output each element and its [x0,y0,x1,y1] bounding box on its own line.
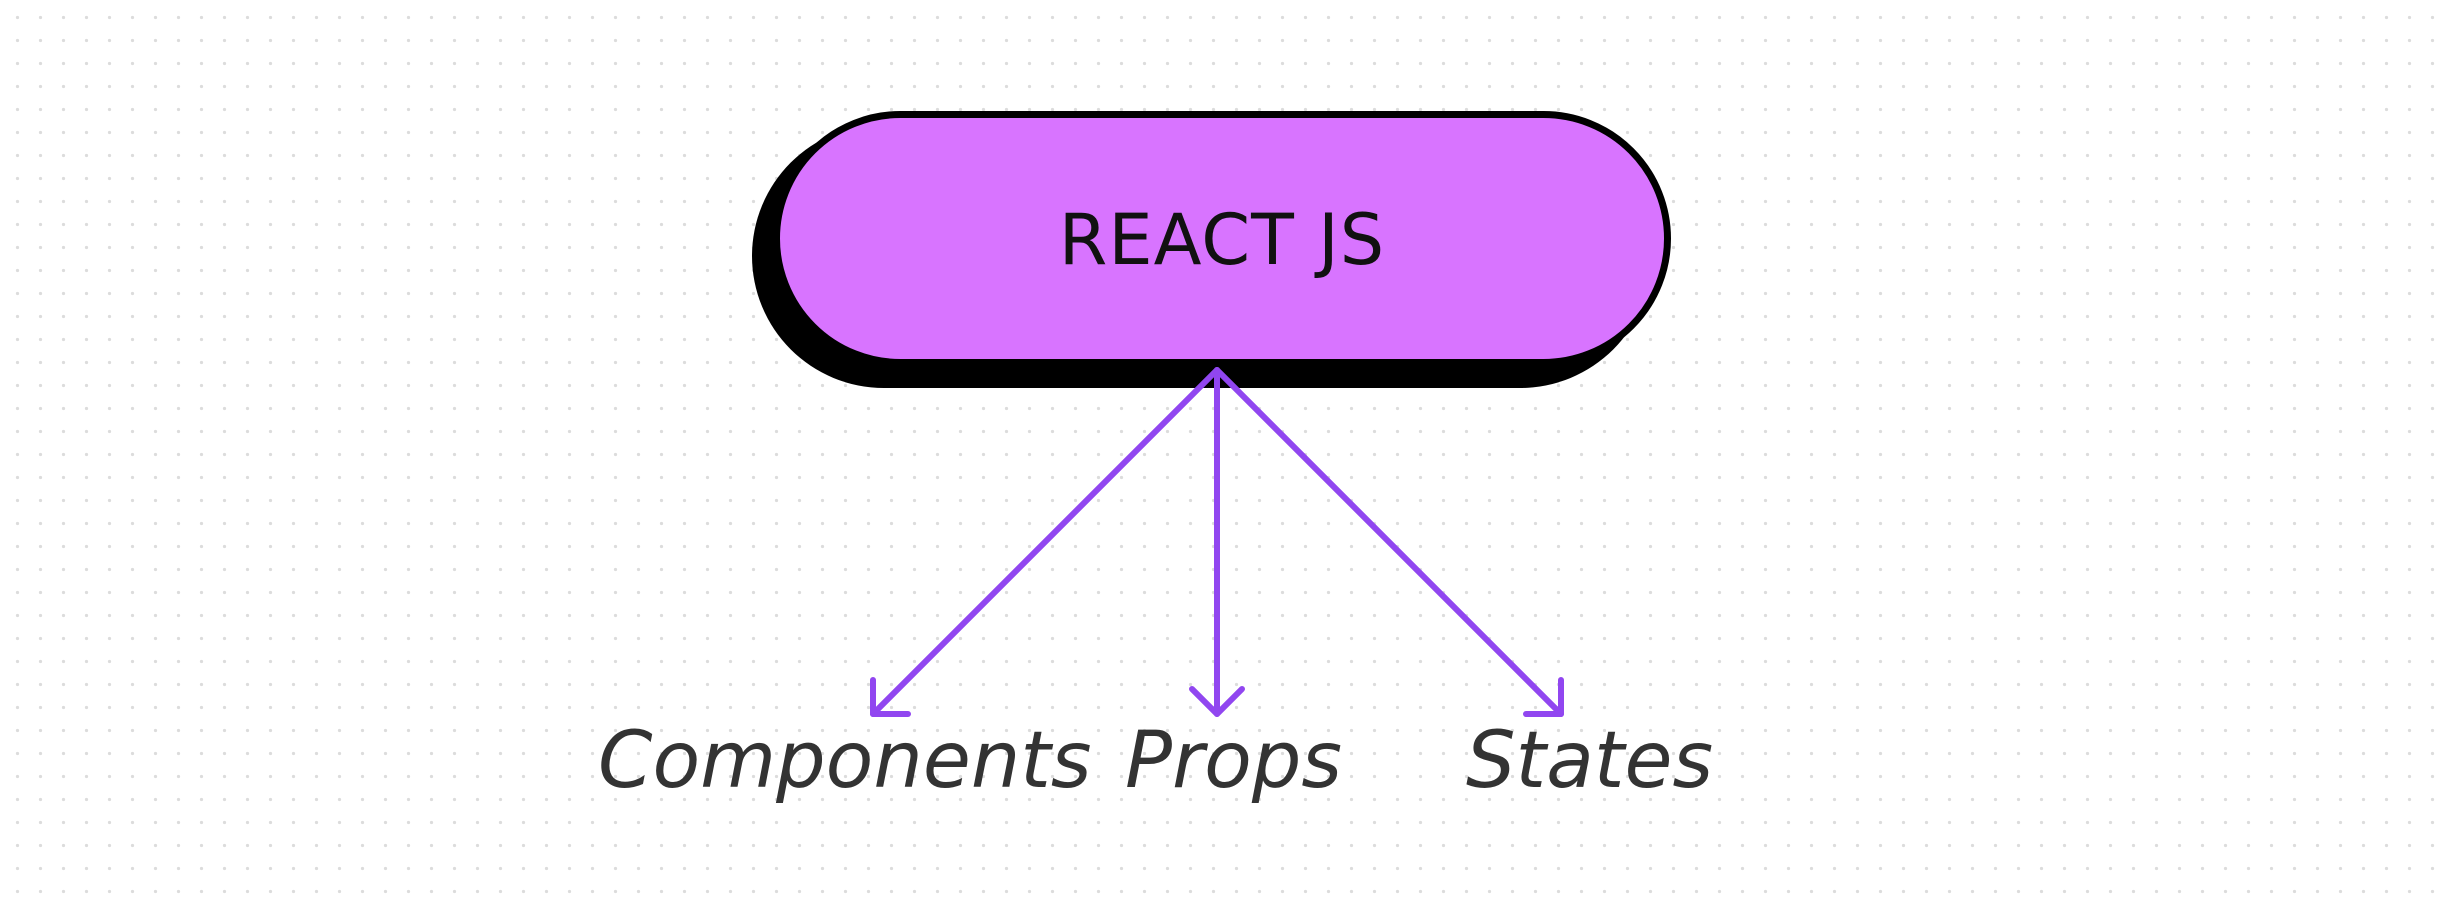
child-node-components[interactable]: Components [598,716,1092,806]
arrow-to-states[interactable] [1214,367,1564,717]
root-node-react-js[interactable]: REACT JS [773,111,1671,366]
child-node-props[interactable]: Props [1125,716,1342,806]
arrow-to-props[interactable] [1189,367,1245,717]
child-node-states[interactable]: States [1466,716,1714,806]
arrow-to-components[interactable] [870,367,1220,717]
root-node-label: REACT JS [1058,198,1386,281]
